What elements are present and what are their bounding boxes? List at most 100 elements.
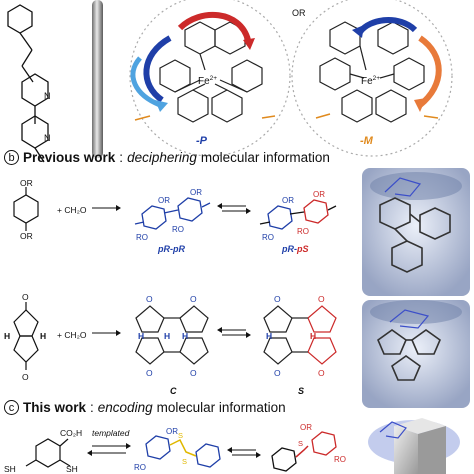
arrow-head bbox=[256, 452, 261, 458]
product-label-c: C bbox=[170, 386, 177, 396]
hydrogen-label: H bbox=[182, 331, 188, 341]
dashed-ring bbox=[291, 0, 453, 157]
oxygen-label: O bbox=[274, 368, 281, 378]
separator: : bbox=[119, 150, 124, 165]
arrow-head bbox=[243, 38, 255, 50]
reagent-label: + CH₂O bbox=[57, 205, 87, 215]
substituent-label: OR bbox=[190, 188, 202, 197]
arrow-head bbox=[227, 447, 232, 453]
arrow-head bbox=[155, 100, 168, 112]
product-label-s: S bbox=[298, 386, 304, 396]
substituent-label: OR bbox=[20, 178, 33, 188]
blue-helix-arrow bbox=[357, 17, 418, 35]
disulfide-fragment-left bbox=[145, 435, 221, 468]
thiol-label: SH bbox=[66, 464, 78, 474]
dashed-ring bbox=[129, 0, 291, 157]
section-b-emphasis: deciphering bbox=[127, 150, 197, 165]
separator: : bbox=[90, 400, 94, 415]
substituent-label: RO bbox=[136, 233, 148, 242]
iron-center: Fe2+ bbox=[361, 75, 380, 87]
glycoluril-structure bbox=[13, 302, 39, 370]
hydrogen-label: H bbox=[4, 331, 10, 341]
oxygen-label: O bbox=[146, 294, 153, 304]
arrow-head bbox=[87, 450, 92, 456]
arrow-head bbox=[246, 332, 251, 338]
section-letter-b: b bbox=[4, 150, 19, 165]
section-b-title: Previous work bbox=[23, 150, 116, 165]
section-c-header: c This work : encoding molecular informa… bbox=[4, 400, 286, 415]
disulfide-fragment-right bbox=[271, 431, 337, 472]
substituent-label: RO bbox=[334, 455, 346, 464]
pyridine-n-label: N bbox=[44, 133, 51, 143]
pillararene-fragment-pr-pr bbox=[134, 197, 211, 230]
arrow-head bbox=[126, 443, 131, 449]
oxygen-label: O bbox=[274, 294, 281, 304]
substituent-label: OR bbox=[282, 196, 294, 205]
hydrogen-label: H bbox=[310, 331, 316, 341]
section-letter-c: c bbox=[4, 400, 19, 415]
substituent-label: RO bbox=[297, 227, 309, 236]
arrow-head bbox=[116, 330, 121, 336]
pillararene-3d-model bbox=[362, 168, 470, 296]
orange-helix-arrow bbox=[418, 35, 442, 108]
pillararene-fragment-pr-ps bbox=[259, 199, 337, 230]
sulfur-label: S bbox=[298, 439, 303, 448]
cucurbituril-fragment-s bbox=[263, 305, 337, 365]
thiol-label: SH bbox=[4, 464, 16, 474]
oxygen-label: O bbox=[190, 368, 197, 378]
reagent-label: + CH₂O bbox=[57, 330, 87, 340]
blue-helix-arrow bbox=[143, 35, 172, 103]
cucurbituril-3d-model bbox=[362, 300, 470, 408]
arrow-head bbox=[217, 327, 222, 333]
oxygen-label: O bbox=[190, 294, 197, 304]
helicity-label-p: -P bbox=[196, 135, 208, 147]
cucurbituril-fragment-c bbox=[135, 305, 209, 365]
substituent-label: RO bbox=[172, 225, 184, 234]
product-label-pr-ps: pR-pS bbox=[281, 244, 309, 254]
section-c-title: This work bbox=[23, 400, 87, 415]
light-blue-helix-arrow bbox=[130, 56, 161, 108]
oxygen-label: O bbox=[146, 368, 153, 378]
oxygen-label: O bbox=[22, 372, 29, 382]
right-complex-m: Fe2+ -M bbox=[291, 0, 453, 157]
iron-center: Fe2+ bbox=[198, 75, 217, 87]
molecular-rod bbox=[92, 0, 103, 158]
bipyridine-ligand-structure bbox=[7, 4, 49, 163]
red-helix-arrow bbox=[177, 11, 251, 42]
section-c-emphasis: encoding bbox=[97, 400, 153, 415]
arrow-head bbox=[116, 205, 121, 211]
arrow-head bbox=[414, 98, 426, 112]
or-label: OR bbox=[292, 8, 306, 18]
sulfur-label: S bbox=[178, 431, 183, 440]
pyridine-n-label: N bbox=[44, 91, 51, 101]
hydroquinone-ether bbox=[13, 187, 39, 231]
oxygen-label: O bbox=[318, 368, 325, 378]
substituent-label: RO bbox=[134, 463, 146, 472]
carboxylic-acid-label: CO₂H bbox=[60, 428, 82, 438]
helicity-label-m: -M bbox=[360, 135, 374, 147]
section-b-header: b Previous work : deciphering molecular … bbox=[4, 150, 330, 165]
substituent-label: OR bbox=[166, 427, 178, 436]
product-label-pr-pr: pR-pR bbox=[157, 244, 185, 254]
substituent-label: OR bbox=[313, 190, 325, 199]
hydrogen-label: H bbox=[266, 331, 272, 341]
section-b-rest: molecular information bbox=[200, 150, 330, 165]
templated-label: templated bbox=[92, 428, 130, 438]
cube-3d-model bbox=[368, 418, 460, 474]
arrow-head bbox=[352, 25, 364, 38]
arrow-head bbox=[217, 203, 222, 209]
oxygen-label: O bbox=[22, 292, 29, 302]
left-complex-p: Fe2+ -P bbox=[129, 0, 291, 157]
hydrogen-label: H bbox=[164, 331, 170, 341]
hydrogen-label: H bbox=[40, 331, 46, 341]
substituent-label: RO bbox=[262, 233, 274, 242]
substituent-label: OR bbox=[20, 231, 33, 241]
sulfur-label: S bbox=[182, 457, 187, 466]
hydrogen-label: H bbox=[138, 331, 144, 341]
oxygen-label: O bbox=[318, 294, 325, 304]
arrow-head bbox=[246, 208, 251, 214]
substituent-label: OR bbox=[158, 196, 170, 205]
section-c-rest: molecular information bbox=[156, 400, 286, 415]
substituent-label: OR bbox=[300, 423, 312, 432]
dithiol-acid-reagent bbox=[25, 438, 71, 468]
